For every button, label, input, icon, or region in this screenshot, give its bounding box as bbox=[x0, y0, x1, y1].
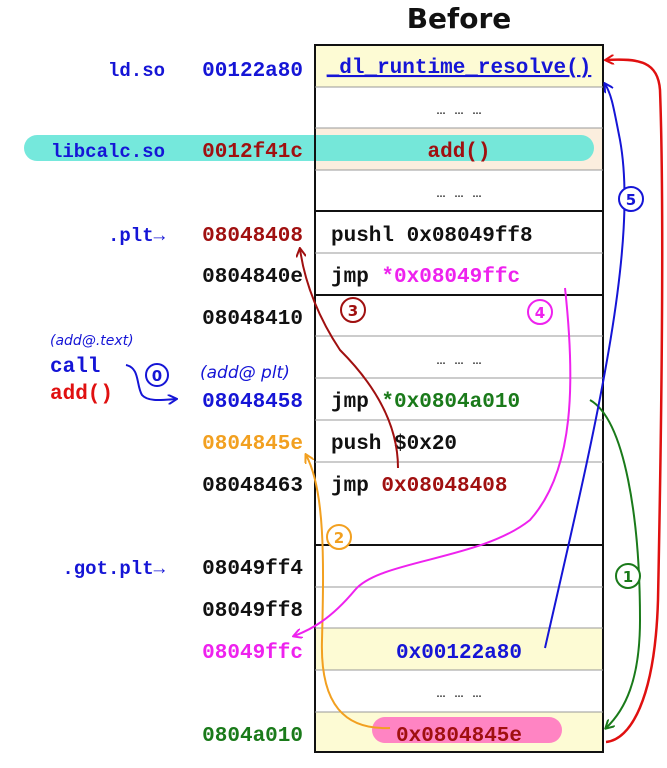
cell-got-add-entry: 0x0804845e bbox=[396, 725, 522, 748]
libcalc-highlight bbox=[24, 135, 594, 161]
memory-table bbox=[314, 44, 604, 753]
cell-add-func: add() bbox=[427, 141, 490, 164]
cell-push: push $0x20 bbox=[331, 433, 457, 456]
caller-note: (add@.text) bbox=[50, 333, 134, 349]
address-label: 0804840e bbox=[202, 266, 303, 289]
step-3-label: 3 bbox=[348, 302, 358, 320]
step-0-arrow bbox=[125, 364, 176, 400]
step-2-label: 2 bbox=[334, 529, 344, 547]
cell-jmp-got: jmp *0x08049ffc bbox=[331, 266, 520, 289]
cell-ellipsis: … … … bbox=[436, 102, 481, 119]
plt-note: (add@ plt) bbox=[200, 363, 290, 383]
section-separators bbox=[315, 210, 603, 546]
step-2-badge bbox=[326, 524, 352, 550]
address-label: 08048463 bbox=[202, 475, 303, 498]
cell-jmp-target: 0x08048408 bbox=[381, 475, 507, 498]
address-label: 0804845e bbox=[202, 433, 303, 456]
cell-jmp-prefix: jmp bbox=[331, 266, 381, 289]
address-column: 00122a80 0012f41c 08048408 0804840e 0804… bbox=[202, 60, 303, 748]
cell-jmp-plt0: jmp 0x08048408 bbox=[331, 475, 507, 498]
step-3-arrow bbox=[300, 249, 399, 469]
cell-got-resolve-addr: 0x00122a80 bbox=[396, 642, 522, 665]
step-5-label: 5 bbox=[626, 191, 636, 209]
section-label-plt: .plt→ bbox=[108, 225, 166, 247]
cell-fill-got-08049ffc bbox=[315, 628, 603, 670]
address-label: 08049ff4 bbox=[202, 558, 303, 581]
step-3-badge bbox=[340, 297, 366, 323]
address-label: 08048458 bbox=[202, 391, 303, 414]
step-0-label: 0 bbox=[152, 367, 162, 385]
section-label-ldso: ld.so bbox=[108, 60, 165, 82]
step-4-arrow bbox=[294, 287, 572, 636]
address-label: 0012f41c bbox=[202, 141, 303, 164]
section-label-gotplt: .got.plt→ bbox=[62, 558, 165, 580]
cell-dl-runtime-resolve: _dl_runtime_resolve() bbox=[326, 57, 592, 80]
step-4-badge bbox=[527, 299, 553, 325]
address-label: 00122a80 bbox=[202, 60, 303, 83]
call-instruction: call bbox=[50, 356, 100, 379]
cell-ellipsis: … … … bbox=[436, 352, 481, 369]
step-2-arrow bbox=[306, 455, 391, 730]
address-label: 08049ff8 bbox=[202, 600, 303, 623]
step-1-arrow bbox=[589, 399, 642, 728]
step-5-badge bbox=[618, 186, 644, 212]
row-separators bbox=[315, 86, 603, 713]
diagram-title: Before bbox=[407, 2, 512, 35]
cell-jmp-prefix: jmp bbox=[331, 475, 381, 498]
address-label: 08048410 bbox=[202, 308, 303, 331]
cell-contents: _dl_runtime_resolve() … … … add() … … … … bbox=[326, 57, 592, 748]
cell-jmp-prefix: jmp bbox=[331, 391, 381, 414]
cell-fill-ld-so bbox=[315, 45, 603, 87]
resolve-return-arrow bbox=[606, 60, 664, 744]
cell-ellipsis: … … … bbox=[436, 685, 481, 702]
got-entry-highlight bbox=[372, 717, 562, 743]
section-label-libcalc: libcalc.so bbox=[51, 141, 165, 163]
address-label: 08048408 bbox=[202, 225, 303, 248]
cell-jmp-target: *0x08049ffc bbox=[381, 266, 520, 289]
call-target-add: add() bbox=[50, 383, 113, 406]
cell-jmp-got-add: jmp *0x0804a010 bbox=[331, 391, 520, 414]
address-label: 0804a010 bbox=[202, 725, 303, 748]
step-1-badge bbox=[615, 563, 641, 589]
step-5-arrow bbox=[544, 84, 626, 649]
cell-jmp-target: *0x0804a010 bbox=[381, 391, 520, 414]
cell-pushl: pushl 0x08049ff8 bbox=[331, 225, 533, 248]
step-4-label: 4 bbox=[535, 304, 545, 322]
address-label: 08049ffc bbox=[202, 642, 303, 665]
step-0-badge bbox=[145, 363, 169, 387]
cell-ellipsis: … … … bbox=[436, 185, 481, 202]
step-1-label: 1 bbox=[623, 568, 633, 586]
